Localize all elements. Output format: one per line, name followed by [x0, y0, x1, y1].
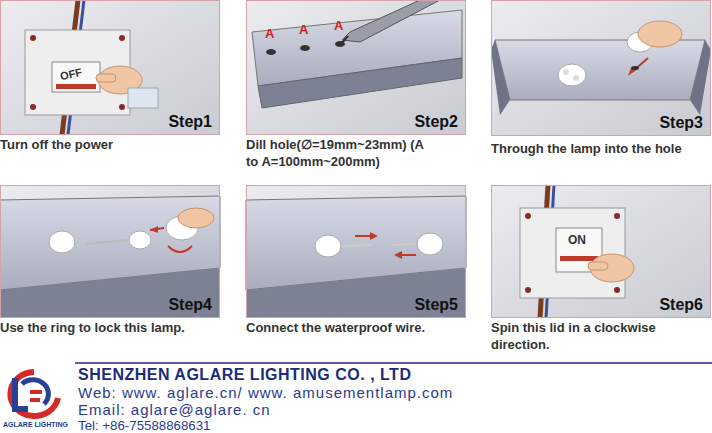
step-number: Step2	[414, 113, 458, 131]
step-caption: Connect the waterproof wire.	[246, 319, 476, 336]
label-text: A	[265, 26, 274, 41]
step-number: Step3	[659, 114, 703, 132]
label-text: Email: aglare@aglare. cn	[78, 401, 271, 418]
step-panel: Step4Use the ring to lock this lamp.	[0, 185, 220, 318]
label-text: AGLARE LIGHTING	[3, 421, 68, 428]
step-number: Step4	[168, 296, 212, 314]
label-text: SHENZHEN AGLARE LIGHTING CO. , LTD	[78, 366, 411, 384]
step-caption: Turn off the power	[0, 136, 230, 153]
step-panel: Step2Dill hole(∅=19mm~23mm) (A to A=100m…	[246, 0, 466, 135]
step-number: Step1	[168, 113, 212, 131]
label-text: A	[299, 22, 308, 37]
step-caption: Through the lamp into the hole	[491, 140, 709, 157]
label-text: Tel: +86-75588868631	[78, 418, 210, 433]
step-panel: Step3Through the lamp into the hole	[491, 0, 711, 136]
label-text: A	[334, 18, 343, 33]
label-text: ON	[568, 233, 586, 247]
step-caption: Spin this lid in a clockwise direction.	[491, 319, 691, 353]
step-caption: Use the ring to lock this lamp.	[0, 319, 240, 336]
label-text: Web: www. aglare.cn/ www. amusementlamp.…	[78, 384, 453, 401]
step-number: Step6	[659, 296, 703, 314]
step-number: Step5	[414, 296, 458, 314]
step-caption: Dill hole(∅=19mm~23mm) (A to A=100mm~200…	[246, 136, 431, 170]
step-panel: Step1Turn off the power	[0, 0, 220, 135]
step-panel: Step6Spin this lid in a clockwise direct…	[491, 185, 711, 318]
step-panel: Step5Connect the waterproof wire.	[246, 185, 466, 318]
